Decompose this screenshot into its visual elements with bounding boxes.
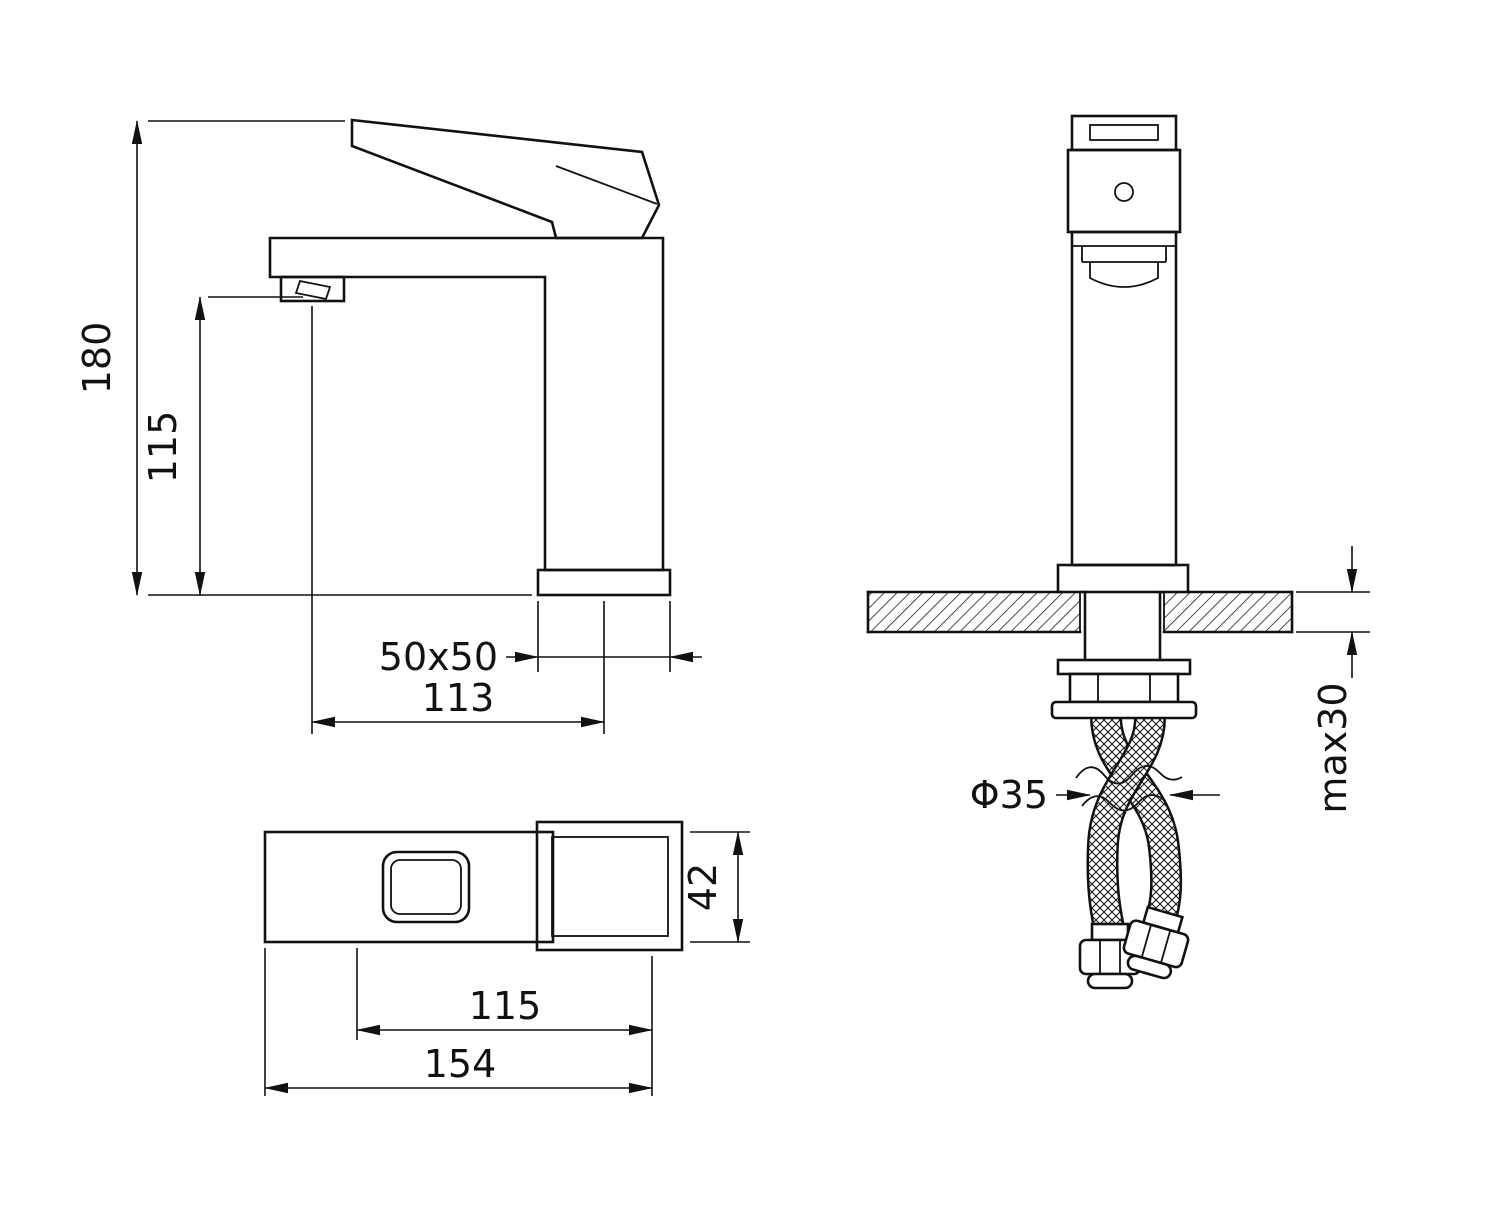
handle-screw-icon: [1114, 182, 1134, 202]
body-top-view-outer: [535, 820, 684, 952]
top-view: [263, 820, 684, 952]
spout-outlet: [279, 275, 346, 303]
countertop-hatch-right: [1164, 592, 1292, 632]
dim-label-body-length: 115: [469, 984, 542, 1028]
dim-label-overall-length: 154: [424, 1042, 497, 1086]
faucet-base-front: [1056, 563, 1190, 594]
flexible-hoses: [1075, 716, 1183, 932]
dim-label-spout-height: 115: [141, 411, 185, 484]
faucet-column-front: [1070, 230, 1178, 567]
faucet-front: [1056, 114, 1190, 594]
handle-top-view: [263, 830, 555, 944]
side-view: [268, 118, 672, 597]
hose-left: [1088, 717, 1164, 931]
hose-break-line: [1075, 765, 1183, 785]
handle-lever-side: [350, 118, 661, 240]
front-view-dimensions: max30 Φ35: [970, 546, 1370, 817]
countertop-hatch-left: [868, 592, 1080, 632]
mounting-hardware: [1050, 590, 1198, 720]
handle-hole-outer: [381, 850, 471, 924]
handle-front: [1066, 148, 1182, 234]
dim-label-spout-reach: 113: [422, 676, 495, 720]
top-view-dimensions: 42 115 154: [264, 831, 750, 1096]
faucet-base-side: [536, 568, 672, 597]
hose-break-line-2: [1081, 794, 1166, 812]
aerator-front: [1089, 262, 1159, 288]
dim-label-total-height: 180: [75, 322, 119, 395]
dim-label-base-section: 50x50: [379, 635, 498, 679]
hose-nut-right: [1122, 905, 1190, 980]
dim-label-deck-thickness: max30: [1311, 682, 1355, 813]
dim-label-hole-diameter: Φ35: [970, 773, 1048, 817]
handle-cap-front: [1070, 114, 1178, 152]
handle-slot: [1089, 124, 1159, 141]
side-view-dimensions: 180 115 50x50 113: [75, 120, 702, 734]
handle-lever-detail: [555, 165, 658, 205]
aerator-detail-side: [294, 279, 332, 301]
dim-label-body-width: 42: [681, 863, 725, 911]
front-view: [866, 114, 1294, 990]
body-top-view-inner: [551, 836, 669, 937]
handle-hole-inner: [390, 859, 462, 915]
hose-right: [1092, 716, 1180, 923]
